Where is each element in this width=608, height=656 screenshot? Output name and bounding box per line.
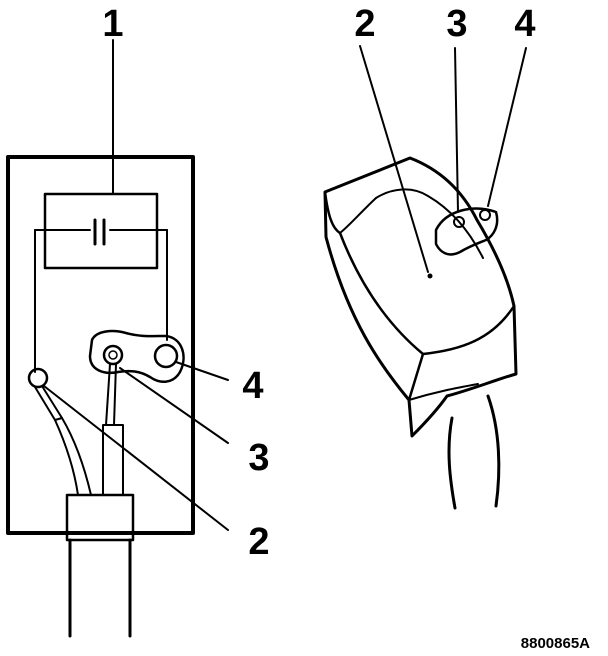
connector-housing: [323, 156, 518, 438]
wire: [105, 363, 111, 426]
wire: [113, 363, 117, 426]
small-contact: [102, 344, 124, 366]
callout-4: 4: [242, 365, 263, 407]
contact-4: [479, 209, 491, 221]
leader-line-2: [359, 45, 429, 273]
callout-2: 2: [248, 521, 269, 563]
figure-code: 8800865A: [521, 635, 590, 652]
cable: [486, 394, 501, 508]
callout-3: 3: [248, 437, 269, 479]
cable: [447, 416, 457, 510]
housing-hole: [427, 273, 433, 279]
contact-plate: [88, 329, 185, 383]
leader-line-4: [487, 47, 527, 207]
wire-insulation: [54, 417, 92, 496]
wire-insulation: [54, 419, 79, 496]
schematic-view: 1 4 3 2: [6, 3, 270, 638]
perspective-view: 2 3 4: [323, 3, 536, 510]
contact-cutout: [434, 207, 499, 256]
callout-4: 4: [514, 3, 535, 45]
terminal-contact: [27, 367, 49, 389]
leader-line-3: [454, 47, 459, 213]
leader-line-3: [119, 367, 229, 444]
wire: [41, 385, 63, 419]
callout-2: 2: [354, 3, 375, 45]
leader-line-2: [43, 385, 229, 531]
housing-outline: [6, 155, 195, 535]
large-contact: [153, 343, 179, 369]
callout-1: 1: [102, 3, 123, 45]
callout-3: 3: [446, 3, 467, 45]
leader-line-4: [175, 361, 229, 381]
cable-grommet: [65, 493, 135, 542]
wire: [34, 386, 56, 421]
capacitor-circuit: [34, 39, 168, 373]
contact-3: [453, 216, 465, 228]
